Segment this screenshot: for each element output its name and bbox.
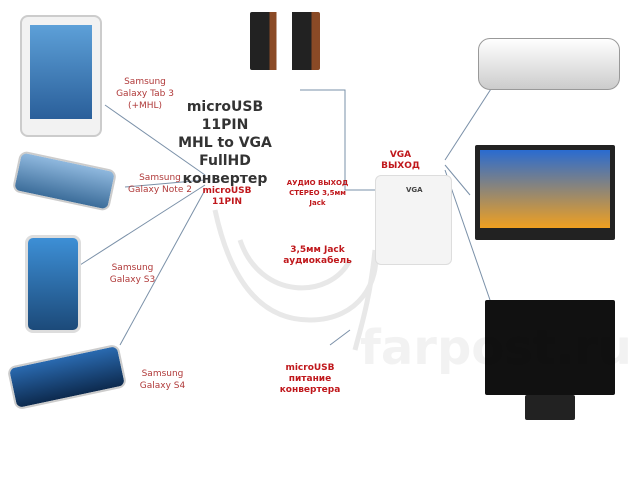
label-line: microUSB xyxy=(202,186,252,196)
vga-adapter-image: VGA xyxy=(375,175,452,265)
label-line: конвертера xyxy=(279,385,341,395)
label-line: АУДИО ВЫХОД xyxy=(286,179,349,187)
label-line: Galaxy Note 2 xyxy=(128,185,192,195)
label-line: ВЫХОД xyxy=(381,161,420,171)
s3-image xyxy=(25,235,81,333)
label-line: питание xyxy=(288,374,332,384)
label-line: Samsung xyxy=(111,263,154,273)
product-title: microUSB 11PIN MHL to VGA FullHD конверт… xyxy=(170,98,280,188)
label-line: Samsung xyxy=(141,369,184,379)
label-line: Galaxy S4 xyxy=(139,381,186,391)
label-line: Galaxy S3 xyxy=(109,275,156,285)
adapter-logo: VGA xyxy=(406,186,423,194)
tablet-image xyxy=(20,15,102,137)
label-line: Samsung xyxy=(139,173,181,183)
label-line: VGA xyxy=(389,150,412,160)
label-line: СТЕРЕО 3,5мм xyxy=(289,189,346,197)
title-line: конвертер xyxy=(182,171,268,187)
speakers-image xyxy=(250,12,320,70)
title-line: FullHD xyxy=(199,153,251,169)
label-line: Galaxy Tab 3 xyxy=(116,89,174,99)
label-line: microUSB xyxy=(285,363,335,373)
tv-image xyxy=(475,145,615,240)
monitor-stand xyxy=(525,395,575,420)
label-line: Jack xyxy=(309,199,326,207)
projector-image xyxy=(478,38,620,90)
title-line: microUSB 11PIN xyxy=(186,99,264,133)
label-line: аудиокабель xyxy=(283,256,352,266)
title-line: MHL to VGA xyxy=(178,135,272,151)
watermark: farpost.ru xyxy=(360,320,632,376)
label-line: 11PIN xyxy=(211,197,242,207)
label-line: (+MHL) xyxy=(127,101,163,111)
monitor-image xyxy=(485,300,615,395)
cables xyxy=(212,209,379,351)
label-line: Samsung xyxy=(124,77,166,87)
label-line: 3,5мм Jack xyxy=(290,245,345,255)
